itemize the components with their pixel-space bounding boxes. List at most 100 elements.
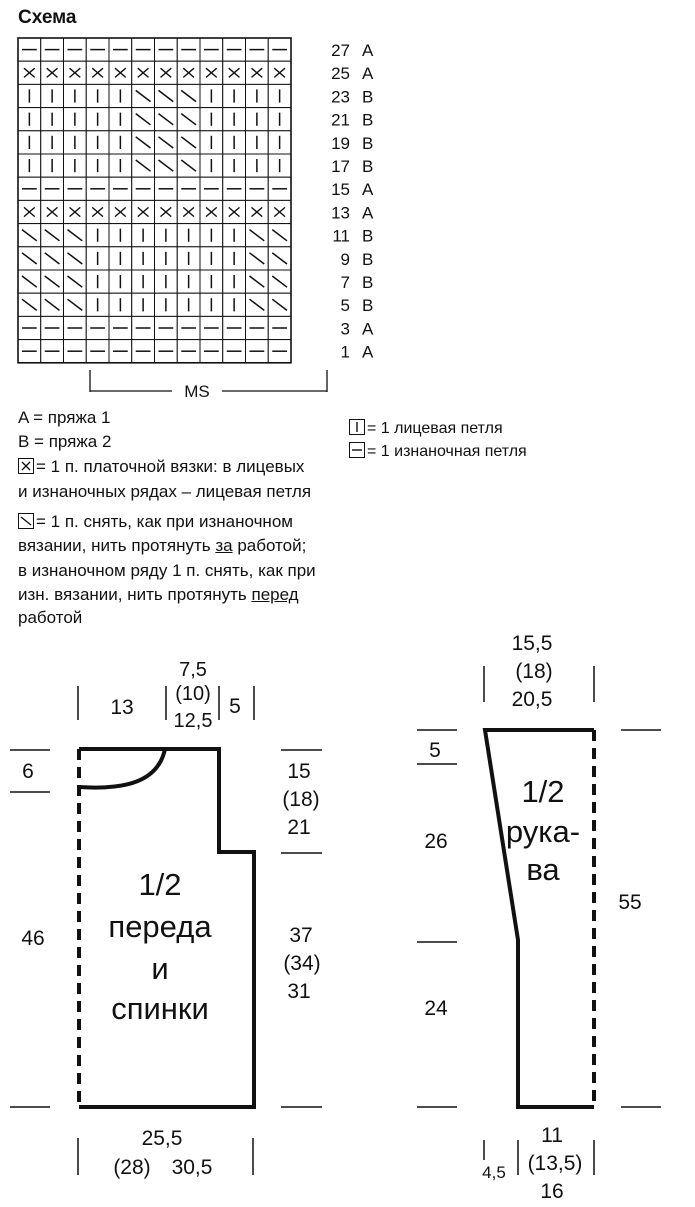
chart-row-yarn: B xyxy=(362,273,373,292)
body-panel: 13 7,5 (10) 12,5 5 6 46 15 (18) 21 37 (3… xyxy=(10,659,322,1179)
garter-stitch-icon xyxy=(137,67,149,78)
chart-row-yarn: B xyxy=(362,134,373,153)
slip-stitch-icon xyxy=(21,252,38,265)
body-armhole-depth-1: 15 xyxy=(287,760,310,783)
chart-row-number: 13 xyxy=(331,203,350,222)
body-bottom-width-1: 25,5 xyxy=(142,1127,183,1150)
sleeve-label-1: 1/2 xyxy=(521,774,564,809)
sleeve-label-2: рука- xyxy=(506,814,580,849)
body-outline xyxy=(79,747,256,1109)
garter-stitch-icon xyxy=(91,206,104,218)
body-armhole-depth-3: 21 xyxy=(287,816,310,839)
chart-row-number: 7 xyxy=(341,273,350,292)
garter-stitch-icon xyxy=(69,67,81,78)
sleeve-top-offset: 5 xyxy=(429,739,441,762)
slip-stitch-icon xyxy=(21,229,38,242)
chart-row-number: 25 xyxy=(331,64,350,83)
chart-row-yarn: A xyxy=(362,343,374,362)
garter-stitch-icon xyxy=(137,206,149,218)
garter-stitch-icon xyxy=(91,67,104,78)
slip-stitch-icon xyxy=(249,229,265,242)
chart-row-number: 17 xyxy=(331,157,350,176)
legend-purl: = 1 изнаночная петля xyxy=(349,441,527,462)
chart-row-yarn: B xyxy=(362,296,373,315)
legend-garter: = 1 п. платочной вязки: в лицевых xyxy=(18,456,304,477)
chart-row-number: 27 xyxy=(331,41,350,60)
body-side-length-2: (34) xyxy=(283,952,320,975)
slip-stitch-icon xyxy=(180,113,197,126)
chart-row-number: 11 xyxy=(332,227,350,246)
slip-stitch-icon xyxy=(158,113,174,126)
ms-repeat-bracket xyxy=(89,370,328,392)
legend-knit: = 1 лицевая петля xyxy=(349,418,503,439)
garter-stitch-icon xyxy=(114,206,127,218)
sleeve-bottom-width-1: 11 xyxy=(541,1124,563,1147)
slip-stitch-icon xyxy=(67,275,83,288)
garter-stitch-icon xyxy=(46,67,58,78)
knitting-chart xyxy=(17,37,292,364)
garter-stitch-icon xyxy=(160,67,172,78)
legend-slip-line-2: вязании, нить протянуть за работой; xyxy=(18,536,307,555)
legend-yarn-b: B = пряжа 2 xyxy=(18,432,112,451)
purl-stitch-icon xyxy=(349,442,365,458)
slip-stitch-icon xyxy=(135,89,151,103)
slip-stitch-icon xyxy=(44,229,60,242)
sleeve-label-3: ва xyxy=(526,852,560,887)
garter-stitch-icon xyxy=(228,206,240,218)
sleeve-panel: 15,5 (18) 20,5 5 26 24 55 1/2 рука- ва 1… xyxy=(417,632,661,1203)
slip-stitch-icon xyxy=(158,89,174,103)
slip-stitch-icon xyxy=(180,136,197,149)
chart-row-yarn: A xyxy=(362,64,374,83)
legend-slip-line-4: изн. вязании, нить протянуть перед xyxy=(18,585,299,604)
body-side-length-1: 37 xyxy=(289,924,312,947)
sleeve-taper-length: 26 xyxy=(424,830,447,853)
body-neck-depth: 6 xyxy=(22,760,34,783)
slip-stitch-icon xyxy=(44,252,60,265)
chart-row-number: 15 xyxy=(331,180,350,199)
slip-stitch-icon xyxy=(44,298,60,311)
body-neck-width-1: 7,5 xyxy=(179,659,207,681)
chart-row-yarn: B xyxy=(362,227,373,246)
garter-stitch-icon xyxy=(182,206,195,218)
slip-stitch-icon xyxy=(21,298,38,311)
slip-stitch-icon xyxy=(135,136,151,149)
slip-stitch-icon xyxy=(158,136,174,149)
slip-stitch-icon xyxy=(180,89,197,103)
body-total-length: 46 xyxy=(21,927,44,950)
body-side-length-3: 31 xyxy=(287,980,310,1003)
chart-row-number: 21 xyxy=(331,111,350,130)
slip-stitch-icon xyxy=(249,252,265,265)
slip-stitch-icon xyxy=(271,252,288,265)
slip-stitch-icon xyxy=(21,275,38,288)
chart-row-yarn: B xyxy=(362,87,373,106)
sleeve-top-width-3: 20,5 xyxy=(512,688,553,711)
chart-row-yarn: B xyxy=(362,157,373,176)
chart-border xyxy=(17,37,292,364)
garter-stitch-icon xyxy=(46,206,58,218)
body-bottom-width-2: (28) xyxy=(113,1156,150,1179)
garter-stitch-icon xyxy=(251,67,263,78)
chart-row-number: 19 xyxy=(331,134,350,153)
legend-slip: = 1 п. снять, как при изнаночном xyxy=(18,511,293,532)
garter-stitch-icon xyxy=(182,67,195,78)
slip-stitch-icon xyxy=(249,298,265,311)
sleeve-outline xyxy=(482,728,594,1109)
slip-stitch-icon xyxy=(158,159,174,172)
sleeve-total-length: 55 xyxy=(618,891,641,914)
chart-row-yarn: B xyxy=(362,250,373,269)
body-neck-width-2: (10) xyxy=(175,683,211,705)
slip-stitch-icon xyxy=(271,275,288,288)
body-label-2: переда xyxy=(108,909,212,944)
knit-stitch-icon xyxy=(349,419,365,435)
diagram-title: Схема xyxy=(18,7,77,28)
sleeve-top-width-2: (18) xyxy=(515,660,552,683)
slip-stitch-icon xyxy=(135,159,151,172)
sleeve-bottom-width-2: (13,5) xyxy=(528,1152,583,1175)
garter-stitch-icon xyxy=(273,67,286,78)
legend-slip-line-5: работой xyxy=(18,608,83,627)
sleeve-straight-length: 24 xyxy=(424,997,448,1020)
body-label-4: спинки xyxy=(111,991,209,1026)
body-label-1: 1/2 xyxy=(138,867,181,902)
slip-stitch-icon xyxy=(135,113,151,126)
